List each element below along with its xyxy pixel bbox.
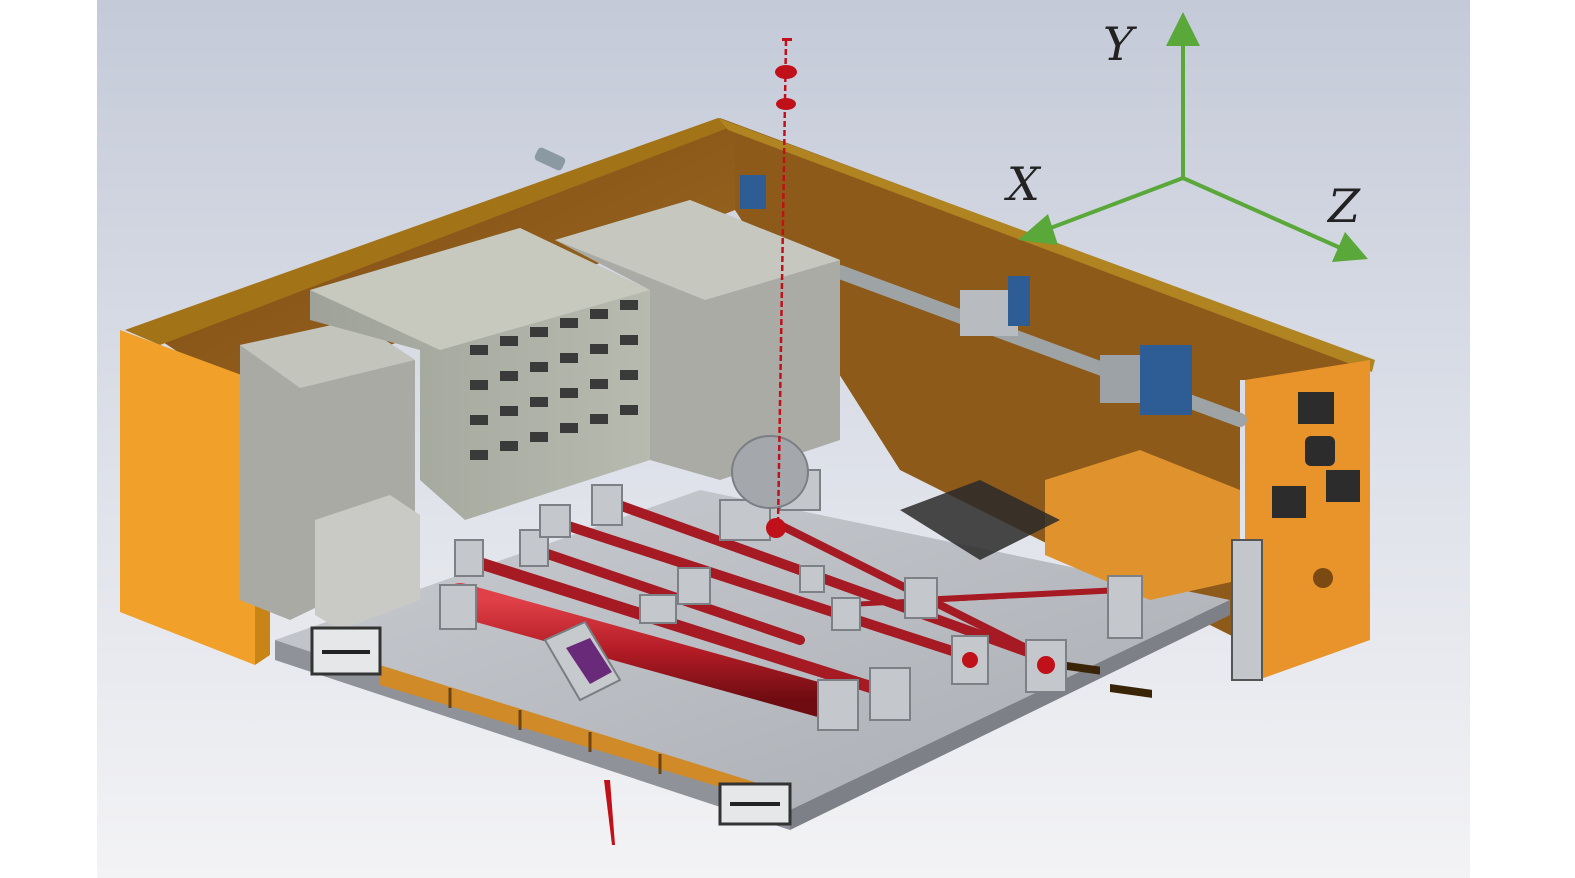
laser-beam-output xyxy=(604,780,615,845)
tube-mount xyxy=(539,504,571,538)
optical-tube xyxy=(545,515,985,665)
tube-mount xyxy=(904,577,938,619)
bottom-frame-ribs xyxy=(448,688,662,774)
tube-aperture xyxy=(962,652,978,668)
z-axis-arrow xyxy=(1181,176,1347,252)
beam-target xyxy=(776,98,796,110)
electronics-box-small xyxy=(315,495,420,630)
rod-mount xyxy=(1100,345,1192,415)
housing-rim-left xyxy=(125,118,728,345)
tube-mount xyxy=(799,565,825,593)
x-axis-arrowhead xyxy=(1018,214,1058,245)
tube-mount xyxy=(817,679,859,731)
y-axis-label: Y xyxy=(1103,17,1138,71)
module-slot xyxy=(1110,684,1152,698)
tube-mount xyxy=(639,594,677,624)
module-slot xyxy=(1058,660,1100,675)
y-axis-arrowhead xyxy=(1166,12,1200,46)
rod-mount xyxy=(960,276,1030,336)
prism-assembly xyxy=(543,620,622,702)
tube-aperture xyxy=(1037,656,1055,674)
tube-mount xyxy=(831,597,861,631)
tube-mount xyxy=(591,484,623,526)
tube-mount xyxy=(1107,575,1143,639)
x-axis-arrow xyxy=(1038,176,1185,234)
tube-aperture xyxy=(766,518,786,538)
support-frame-black xyxy=(900,480,1060,560)
rod-mount xyxy=(740,175,766,209)
mount-hole xyxy=(1313,568,1333,588)
electronics-module-orange xyxy=(1045,450,1240,600)
bottom-frame xyxy=(380,665,780,805)
connector-port xyxy=(1272,486,1306,518)
optical-tube xyxy=(600,495,1055,665)
tube-mount xyxy=(677,567,711,605)
beam-target xyxy=(775,65,797,79)
support-profile xyxy=(1231,539,1263,681)
connector-array xyxy=(470,300,638,460)
corner-bracket xyxy=(718,782,792,826)
x-axis-label: X xyxy=(1004,157,1042,211)
optical-tube xyxy=(464,554,886,696)
tube-mount xyxy=(869,667,911,721)
orange-side-panel-left xyxy=(120,330,255,665)
turntable-mount xyxy=(731,435,809,509)
z-axis-label: Z xyxy=(1326,179,1361,233)
housing-rim-right xyxy=(718,118,1375,372)
corner-bracket xyxy=(310,626,382,676)
coordinate-axes xyxy=(1018,12,1368,262)
optical-tubes xyxy=(443,495,1123,717)
baseplate-side-edge xyxy=(790,600,1230,830)
tube-mounts xyxy=(439,469,1143,731)
connector-port xyxy=(1326,470,1360,502)
optical-tube xyxy=(837,587,1123,608)
pipe-fitting xyxy=(534,147,566,171)
z-axis-arrowhead xyxy=(1332,232,1368,262)
connector-port xyxy=(1305,436,1335,466)
connector-port xyxy=(1298,392,1334,424)
orange-side-panel-right xyxy=(1245,360,1370,680)
optical-tube xyxy=(443,583,837,717)
beam-marker xyxy=(782,38,792,41)
tube-mount xyxy=(454,539,484,577)
electronics-box-right xyxy=(555,200,840,480)
electronics-box-large xyxy=(310,228,650,520)
tube-mount xyxy=(439,584,477,630)
